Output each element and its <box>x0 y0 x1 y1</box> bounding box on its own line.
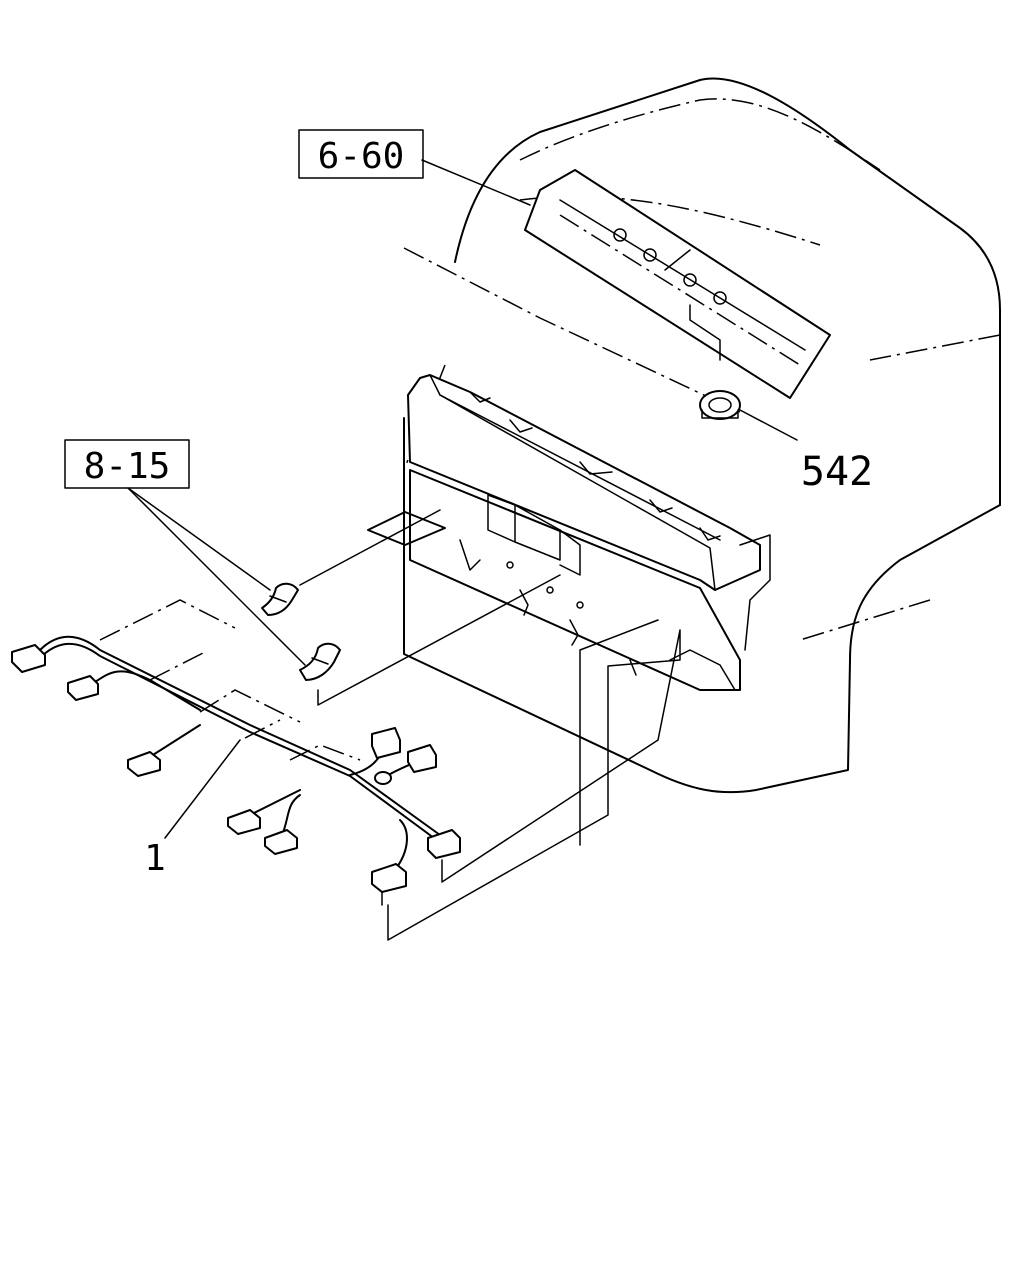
callout-label-542: 542 <box>801 449 873 495</box>
wiring-harness-part <box>11 635 461 906</box>
clip-upper-part <box>261 582 299 616</box>
callout-label-1: 1 <box>144 838 166 879</box>
clip-lower-part <box>299 642 341 681</box>
leader-lines <box>127 159 798 941</box>
callout-label-6-60: 6-60 <box>318 136 405 177</box>
callout-6-60: 6-60 <box>298 129 424 179</box>
callout-8-15: 8-15 <box>64 439 190 489</box>
roof-panel-part <box>524 169 831 399</box>
rear-panel-part <box>407 374 771 691</box>
grommet-part <box>699 390 741 420</box>
callout-label-8-15: 8-15 <box>84 446 171 487</box>
assembly-guides <box>99 511 446 761</box>
